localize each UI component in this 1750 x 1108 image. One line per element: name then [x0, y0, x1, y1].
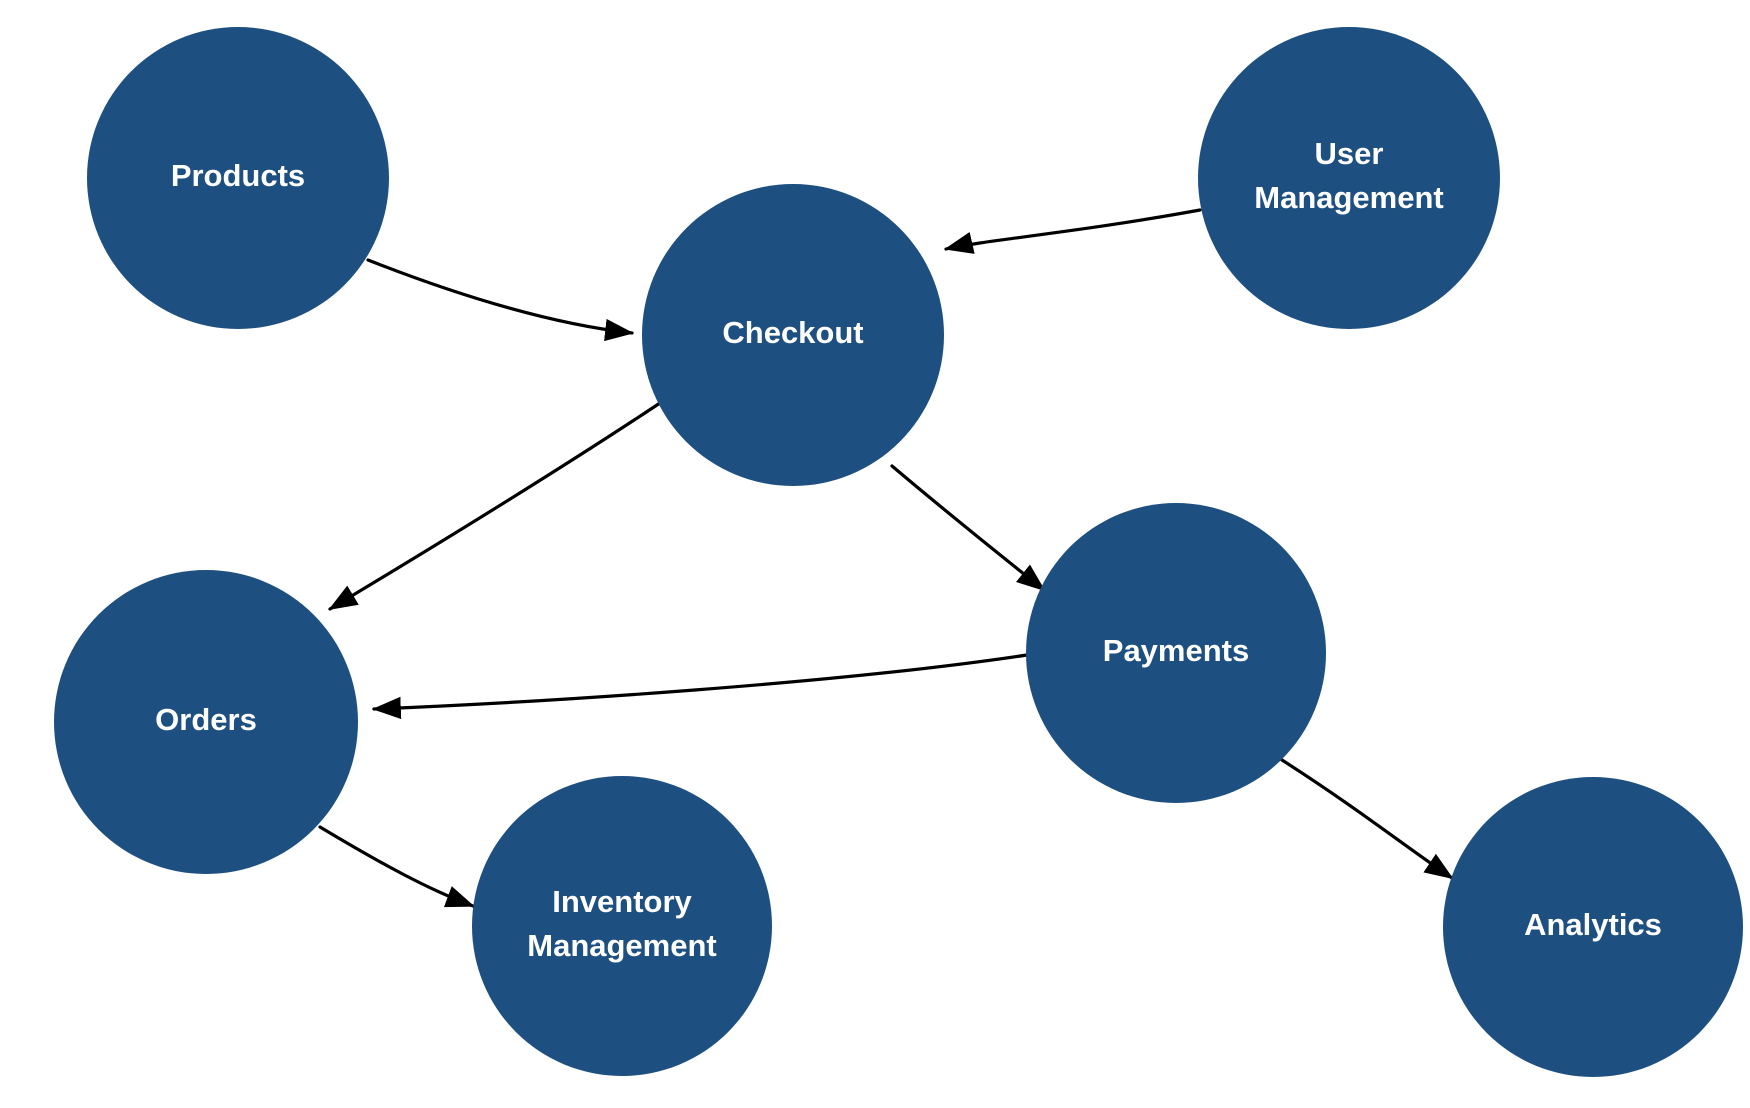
- edge-usermgmt-checkout[interactable]: [944, 208, 1202, 254]
- node-circle-inventory[interactable]: [472, 776, 772, 1076]
- node-analytics[interactable]: Analytics: [1443, 777, 1743, 1077]
- edge-payments-orders[interactable]: [372, 653, 1029, 720]
- node-label-orders: Orders: [155, 702, 257, 737]
- node-payments[interactable]: Payments: [1026, 503, 1326, 803]
- node-products[interactable]: Products: [87, 27, 389, 329]
- node-circle-user_mgmt[interactable]: [1198, 27, 1500, 329]
- node-orders[interactable]: Orders: [54, 570, 358, 874]
- edge-payments-analytics[interactable]: [1280, 758, 1454, 880]
- node-checkout[interactable]: Checkout: [642, 184, 944, 486]
- node-circle-products[interactable]: [87, 27, 389, 329]
- edge-checkout-orders[interactable]: [328, 393, 674, 611]
- node-label-user_mgmt: User: [1315, 136, 1384, 171]
- node-label-payments: Payments: [1103, 633, 1249, 668]
- node-label-user_mgmt: Management: [1254, 180, 1443, 215]
- node-label-analytics: Analytics: [1524, 907, 1662, 942]
- edge-checkout-payments[interactable]: [890, 464, 1046, 592]
- node-circle-analytics[interactable]: [1443, 777, 1743, 1077]
- edge-products-checkout[interactable]: [366, 258, 634, 342]
- node-label-products: Products: [171, 158, 305, 193]
- edge-orders-inventory[interactable]: [318, 825, 475, 908]
- node-circle-checkout[interactable]: [642, 184, 944, 486]
- node-label-checkout: Checkout: [722, 315, 863, 350]
- edges-layer: [318, 208, 1454, 908]
- node-label-inventory: Inventory: [552, 884, 692, 919]
- node-circle-payments[interactable]: [1026, 503, 1326, 803]
- node-circle-orders[interactable]: [54, 570, 358, 874]
- node-label-inventory: Management: [527, 928, 716, 963]
- nodes-layer: ProductsCheckoutUserManagementOrdersPaym…: [54, 27, 1743, 1077]
